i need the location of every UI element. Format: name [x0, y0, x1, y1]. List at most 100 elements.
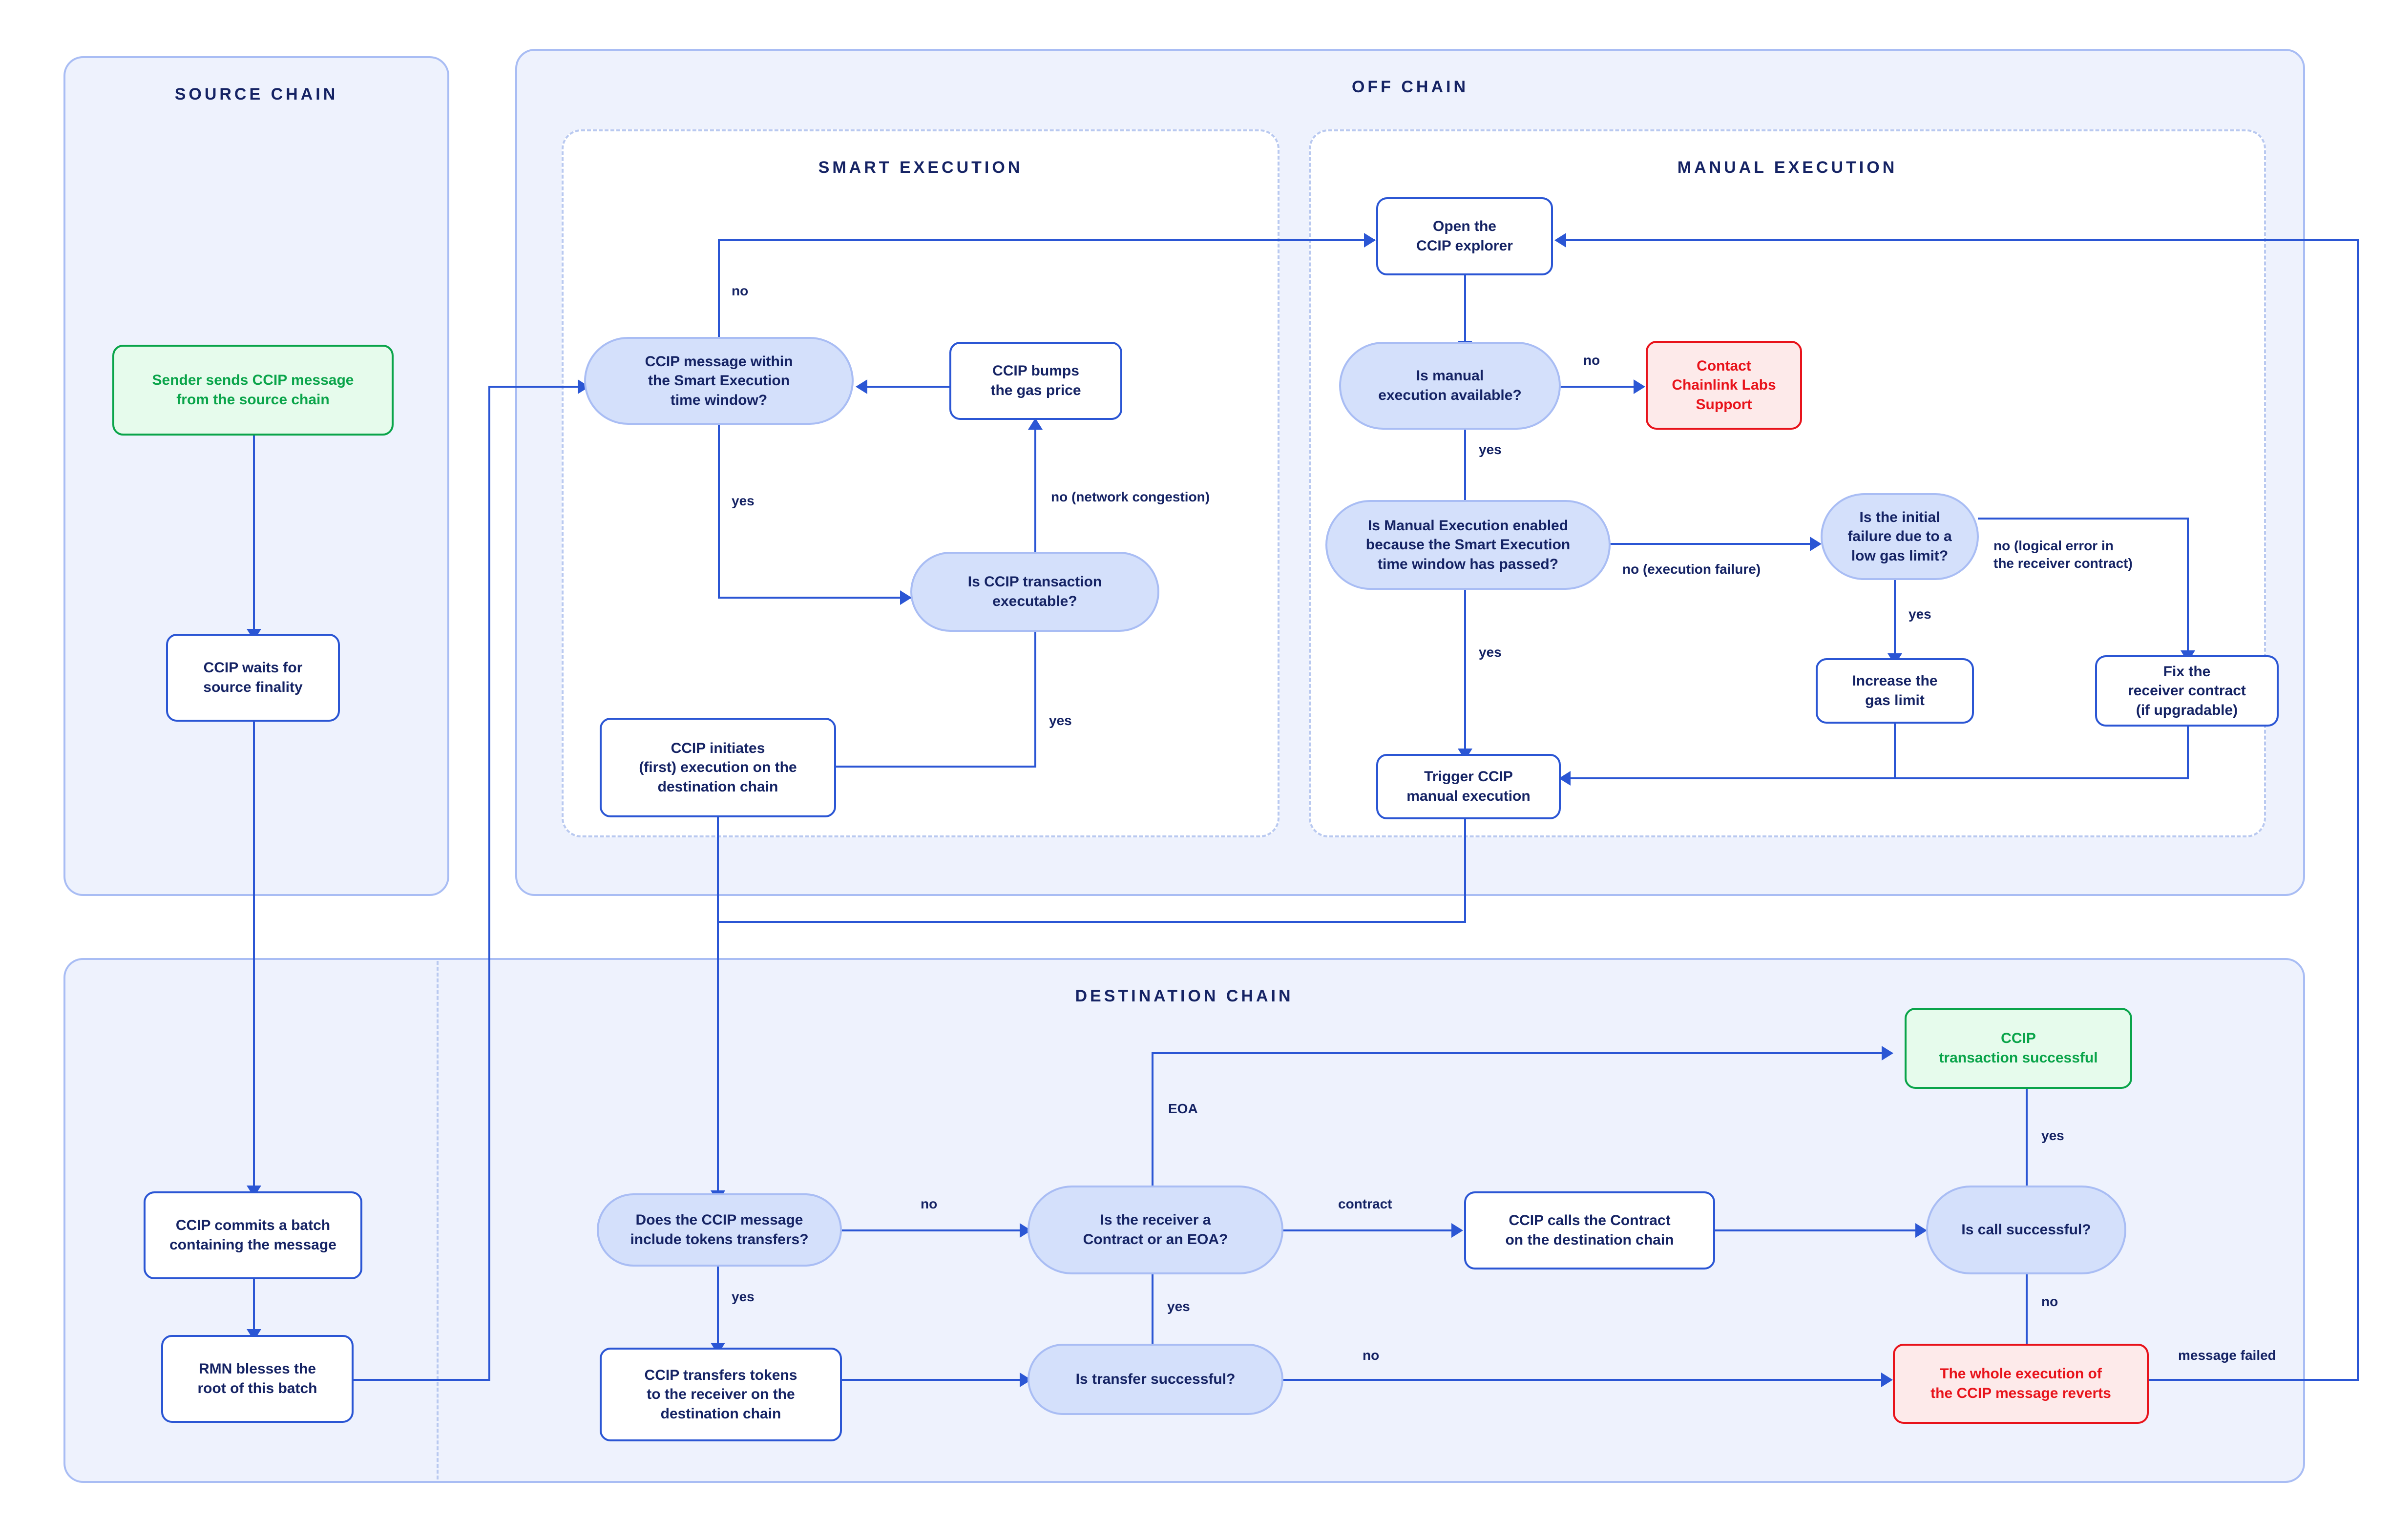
edge-label-no-transfer: no: [1363, 1348, 1380, 1363]
edge-enabled-yes-down: [1464, 589, 1466, 750]
edge-label-yes-call: yes: [2041, 1128, 2064, 1143]
edge-executable-yes-down: [1034, 630, 1036, 768]
edge-explorer-down: [1464, 273, 1466, 342]
edge-tokens-no-right: [841, 1229, 1022, 1231]
edge-label-yes-manual: yes: [1479, 442, 1502, 457]
edge-label-message-failed: message failed: [2178, 1348, 2276, 1363]
edge-label-no-tokens: no: [921, 1196, 938, 1211]
group-source-chain: SOURCE CHAIN: [63, 56, 449, 896]
edge-increase-down: [1894, 723, 1896, 778]
edge-window-no-up: [718, 239, 720, 337]
node-transfer-successful[interactable]: Is transfer successful?: [1028, 1344, 1283, 1415]
edge-fix-down: [2187, 725, 2189, 779]
edge-executable-yes-left: [781, 766, 1035, 768]
edge-finality-to-commit: [253, 720, 255, 1186]
edge-label-yes-tokens: yes: [732, 1289, 755, 1304]
group-smart-execution: SMART EXECUTION: [562, 129, 1279, 837]
edge-available-no-right: [1560, 386, 1636, 388]
arrow-enabled-no-to-failure: [1810, 537, 1822, 551]
arrow-executable-no-to-bump: [1028, 418, 1043, 430]
edge-label-no-window: no: [732, 283, 749, 298]
edge-label-no-call: no: [2041, 1294, 2058, 1309]
node-call-successful[interactable]: Is call successful?: [1926, 1186, 2126, 1274]
edge-available-yes-down: [1464, 430, 1466, 515]
group-title-smart-execution: SMART EXECUTION: [818, 158, 1023, 177]
edge-trigger-down: [1464, 818, 1466, 922]
edge-eoa-right: [1152, 1052, 1892, 1054]
arrow-increase-to-trigger: [1559, 771, 1571, 786]
arrow-window-yes-to-executable: [900, 590, 912, 605]
edge-increase-left: [1570, 777, 1896, 779]
edge-transfers-right: [841, 1379, 1022, 1381]
arrow-calls-to-callsuccess: [1915, 1223, 1927, 1238]
edge-tokens-yes-down: [717, 1266, 719, 1344]
edge-label-yes-executable: yes: [1049, 713, 1072, 728]
arrow-contract-to-calls: [1451, 1223, 1463, 1238]
edge-trigger-left: [717, 921, 1466, 923]
edge-window-yes-down: [718, 423, 720, 599]
edge-failure-no-right: [1978, 518, 2189, 520]
edge-label-yes-window: yes: [732, 493, 755, 508]
edge-call-yes-up: [2026, 1089, 2028, 1186]
edge-sender-to-finality: [253, 435, 255, 630]
edge-enabled-no-right: [1610, 543, 1812, 545]
edge-contract-right: [1282, 1229, 1453, 1231]
edge-transfer-no-right: [1282, 1379, 1883, 1381]
arrow-failed-to-explorer: [1554, 233, 1566, 248]
edge-window-no-right: [718, 239, 1375, 241]
edge-executable-no-up: [1034, 430, 1036, 571]
edge-failed-left: [1566, 239, 2359, 241]
arrow-transfer-no-to-reverts: [1881, 1373, 1893, 1387]
edge-calls-right: [1714, 1229, 1917, 1231]
edge-failure-yes-down: [1894, 579, 1896, 655]
edge-label-eoa: EOA: [1168, 1101, 1198, 1116]
arrow-window-no-to-explorer: [1364, 233, 1376, 248]
group-title-source-chain: SOURCE CHAIN: [174, 85, 338, 104]
edge-label-yes-gas-limit: yes: [1909, 606, 1931, 622]
edge-bump-to-window: [867, 386, 950, 388]
group-title-destination-chain: DESTINATION CHAIN: [1075, 987, 1294, 1005]
edge-call-no-down: [2026, 1274, 2028, 1345]
arrow-eoa-to-success: [1882, 1046, 1893, 1061]
edge-eoa-up: [1152, 1052, 1154, 1186]
edge-initiates-down: [717, 815, 719, 1191]
edge-rmn-right: [354, 1379, 490, 1381]
edge-rmn-up: [488, 386, 490, 1381]
destination-chain-divider: [437, 961, 439, 1479]
edge-fix-left: [1894, 777, 2189, 779]
edge-commit-to-rmn: [253, 1255, 255, 1331]
edge-label-no-congestion: no (network congestion): [1051, 489, 1210, 504]
edge-window-yes-right: [718, 597, 911, 599]
edge-label-no-manual: no: [1583, 353, 1600, 368]
edge-label-no-execution-failure: no (execution failure): [1622, 562, 1761, 577]
edge-rmn-into-window: [488, 386, 579, 388]
edge-label-yes-transfer: yes: [1167, 1299, 1190, 1314]
group-title-manual-execution: MANUAL EXECUTION: [1677, 158, 1898, 177]
edge-label-contract: contract: [1338, 1196, 1392, 1211]
edge-transfer-yes-up: [1152, 1274, 1154, 1345]
